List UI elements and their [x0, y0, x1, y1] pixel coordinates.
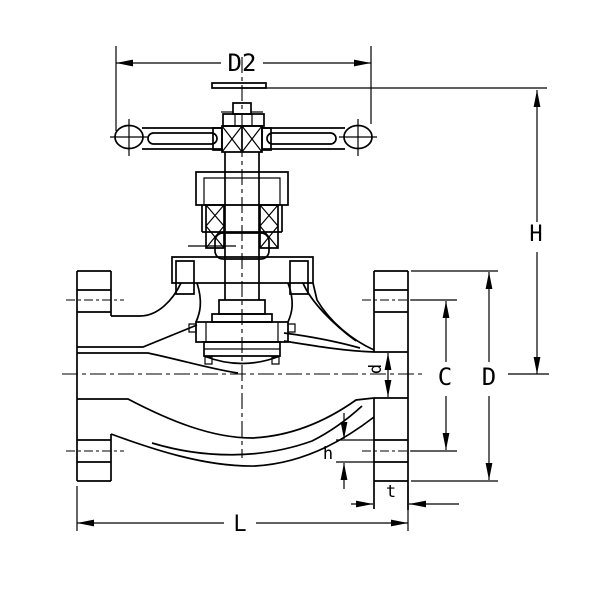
dimension-bolt-circle: C — [411, 300, 457, 451]
flange-left — [66, 271, 124, 481]
stem-top-bar — [212, 83, 266, 88]
wheel-spoke-slot-left — [148, 133, 217, 144]
dim-label-bore: d — [366, 364, 386, 374]
stem-nut-stack — [212, 83, 266, 126]
dimension-flange-thickness: t — [351, 482, 459, 508]
bonnet-assembly — [172, 172, 313, 294]
dim-label-face-to-face: L — [233, 512, 246, 537]
valve-stem — [225, 152, 259, 300]
dimension-h-height: H — [242, 88, 549, 374]
dimension-flange-od: D — [411, 271, 498, 481]
bonnet-flange — [172, 257, 313, 283]
dimension-face-to-face: L — [77, 486, 408, 537]
dim-label-flange-thickness: t — [386, 482, 396, 502]
flange-right — [362, 271, 411, 510]
dimension-bolt-hole: h — [323, 413, 374, 489]
wheel-spoke-slot-right — [267, 133, 336, 144]
dimension-bore: d — [366, 353, 392, 397]
disc-and-seat — [189, 300, 295, 364]
dim-label-height: H — [529, 222, 542, 247]
dim-label-bolt-circle: C — [438, 363, 452, 391]
dim-label-handwheel-diameter: D2 — [228, 49, 257, 77]
dim-label-bolt-hole: h — [323, 444, 333, 464]
dim-label-flange-od: D — [482, 363, 496, 391]
bonnet-bolt-right — [290, 261, 308, 294]
valve-body — [77, 283, 374, 466]
handwheel — [110, 83, 377, 156]
port-bore — [374, 352, 408, 398]
dimension-d2: D2 — [116, 46, 371, 131]
bonnet-bolt-left — [176, 261, 194, 294]
wheel-hub-nut — [213, 126, 271, 152]
